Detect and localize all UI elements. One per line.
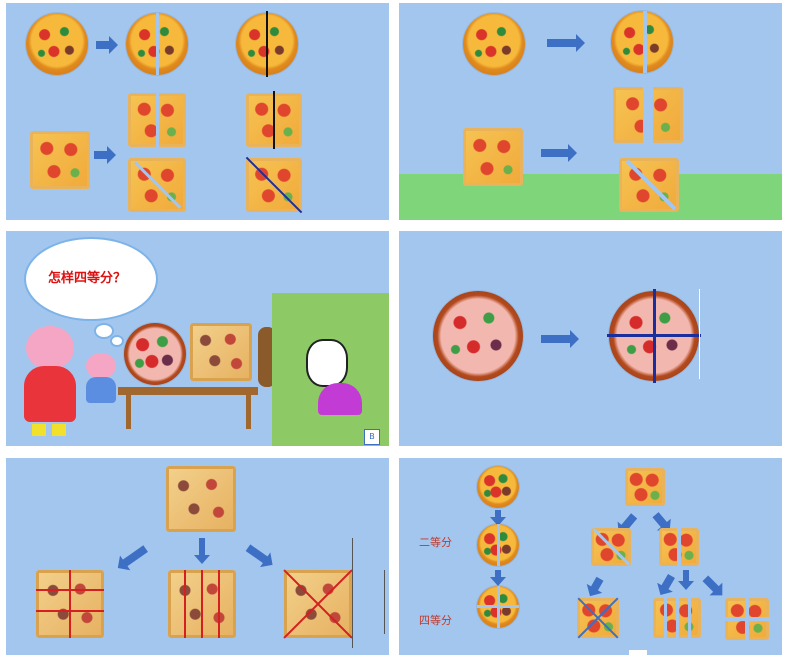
round-pizza-icon	[124, 323, 186, 385]
dog-character	[258, 327, 276, 387]
cut-line	[273, 91, 275, 149]
thought-bubble	[24, 237, 158, 321]
pizza-split-gap	[676, 598, 679, 638]
round-pizza-icon	[611, 11, 673, 73]
cut-line	[69, 570, 71, 638]
arrow-icon	[122, 545, 148, 567]
cut-line	[184, 570, 186, 638]
slide-peppa-question: 怎样四等分？ B	[6, 231, 389, 446]
arrow-icon	[661, 573, 675, 591]
pizza-split-gap	[677, 528, 681, 566]
table	[118, 387, 258, 395]
slide-halving-on-grass	[399, 3, 782, 220]
pizza-split-gap	[688, 598, 691, 638]
thought-bubble-dot	[94, 323, 114, 339]
round-pizza-icon	[26, 13, 88, 75]
slide-quartering-round	[399, 231, 782, 446]
pizza-split-gap	[156, 13, 159, 75]
slide-summary: 二等分 四等分	[399, 458, 782, 655]
square-pizza-icon	[30, 131, 90, 189]
quarters-label: 四等分	[419, 614, 452, 627]
divider-line	[384, 570, 385, 634]
arrow-icon	[490, 570, 506, 586]
pizza-split-gap	[156, 93, 159, 147]
peppa-pig	[18, 326, 82, 438]
arrow-icon	[541, 330, 579, 348]
square-pizza-icon	[166, 466, 236, 532]
arrow-icon	[245, 544, 269, 564]
arrow-icon	[702, 575, 720, 593]
cut-line	[218, 570, 220, 638]
arrow-icon	[94, 146, 116, 164]
arrow-icon	[652, 512, 668, 528]
arrow-icon	[194, 538, 210, 564]
square-pizza-icon	[190, 323, 252, 381]
horizontal-cut-line	[607, 334, 701, 337]
table-leg	[246, 395, 251, 429]
round-pizza-icon	[477, 466, 519, 508]
cut-line	[266, 11, 268, 77]
slide-halving-pizzas	[6, 3, 389, 220]
arrow-icon	[678, 570, 694, 590]
pizza-split-gap	[725, 617, 769, 621]
pizza-split-gap	[643, 11, 647, 73]
square-pizza-icon	[463, 128, 523, 186]
cut-line	[36, 589, 104, 591]
george-pig	[82, 353, 122, 409]
round-pizza-icon	[433, 291, 523, 381]
pizza-split-gap	[477, 605, 519, 608]
divider-line	[699, 289, 700, 379]
zebra-character	[306, 339, 348, 387]
slide-footer-box	[629, 650, 647, 655]
speech-bubble-text: 怎样四等分？	[48, 271, 127, 286]
arrow-icon	[490, 510, 506, 526]
table-leg	[126, 395, 131, 429]
arrow-icon	[96, 36, 118, 54]
pizza-split-gap	[664, 598, 667, 638]
halves-label: 二等分	[419, 536, 452, 549]
slide-badge[interactable]: B	[364, 429, 380, 445]
square-pizza-icon	[625, 468, 665, 506]
pizza-split-gap	[643, 87, 653, 143]
round-pizza-icon	[463, 13, 525, 75]
arrow-icon	[590, 576, 604, 592]
pizza-split-gap	[497, 524, 500, 566]
cut-line	[201, 570, 203, 638]
arrow-icon	[547, 34, 585, 52]
zebra-dress	[318, 383, 362, 415]
slide-quartering-square	[6, 458, 389, 655]
arrow-icon	[541, 144, 577, 162]
grass-ground	[399, 174, 782, 220]
cut-line	[36, 610, 104, 612]
thought-bubble-dot	[110, 335, 124, 347]
divider-line	[352, 538, 353, 648]
